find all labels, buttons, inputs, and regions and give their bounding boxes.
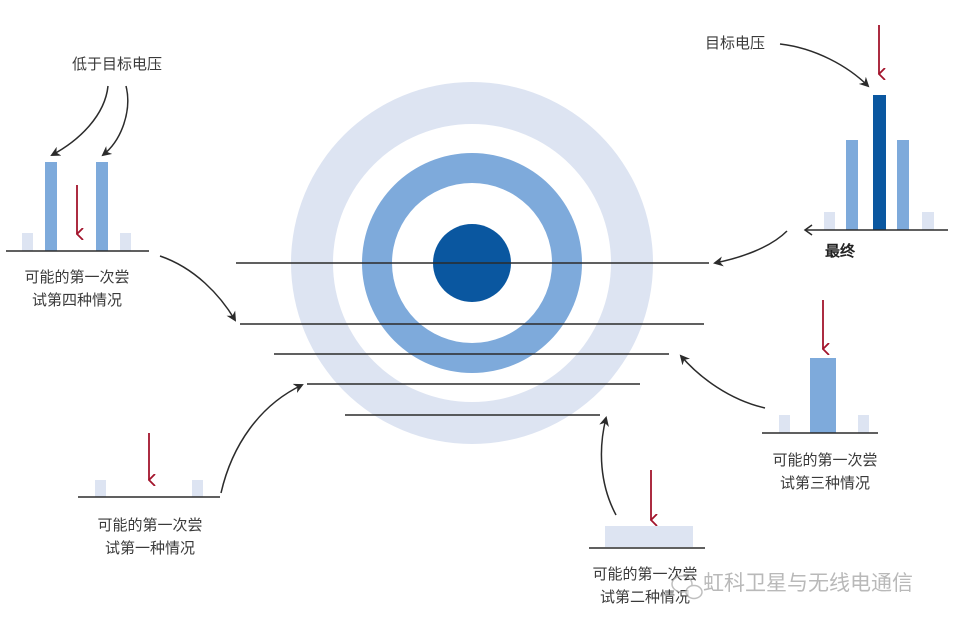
case2-group: 可能的第一次尝 试第二种情况 bbox=[589, 416, 705, 606]
arrow-icon bbox=[713, 230, 788, 267]
case3-group: 可能的第一次尝 试第三种情况 bbox=[679, 300, 878, 492]
arrow-icon bbox=[220, 383, 304, 494]
arrow-icon bbox=[50, 85, 109, 156]
arrow-icon bbox=[599, 416, 617, 516]
bar bbox=[605, 526, 693, 547]
case4-group: 低于目标电压 可能的第一次尝 试第四种情况 bbox=[6, 55, 237, 322]
below-target-label: 低于目标电压 bbox=[72, 55, 162, 73]
bar-target bbox=[873, 95, 886, 230]
bar bbox=[192, 480, 203, 497]
case1-label-line1: 可能的第一次尝 bbox=[97, 516, 202, 534]
arrow-icon bbox=[679, 354, 766, 409]
watermark-text: 虹科卫星与无线电通信 bbox=[703, 571, 913, 595]
bar bbox=[22, 233, 33, 251]
case4-label-line2: 试第四种情况 bbox=[32, 291, 122, 309]
final-label: 最终 bbox=[825, 242, 856, 260]
bar bbox=[824, 212, 835, 230]
bar bbox=[120, 233, 131, 251]
case1-group: 可能的第一次尝 试第一种情况 bbox=[78, 383, 304, 557]
bar bbox=[897, 140, 909, 230]
bar bbox=[96, 162, 108, 251]
bar bbox=[45, 162, 57, 251]
bar bbox=[810, 358, 836, 433]
bar bbox=[858, 415, 869, 433]
case3-label-line1: 可能的第一次尝 bbox=[772, 451, 877, 469]
attempt-lines bbox=[236, 262, 709, 416]
target-voltage-label: 目标电压 bbox=[705, 34, 765, 52]
final-group: 目标电压 最终 bbox=[705, 25, 948, 267]
case4-label-line1: 可能的第一次尝 bbox=[24, 268, 129, 286]
case2-label-line1: 可能的第一次尝 bbox=[592, 565, 697, 583]
bar bbox=[922, 212, 934, 230]
arrow-icon bbox=[779, 43, 870, 88]
bar bbox=[779, 415, 790, 433]
watermark: 虹科卫星与无线电通信 bbox=[671, 571, 913, 600]
bar bbox=[95, 480, 106, 497]
arrow-icon bbox=[101, 85, 129, 157]
case2-label-line2: 试第二种情况 bbox=[600, 588, 690, 606]
bar bbox=[846, 140, 858, 230]
arrow-icon bbox=[159, 255, 237, 322]
arrowhead-left-icon bbox=[803, 224, 813, 236]
wechat-icon bbox=[671, 575, 703, 600]
case3-label-line2: 试第三种情况 bbox=[780, 474, 870, 492]
case1-label-line2: 试第一种情况 bbox=[105, 539, 195, 557]
